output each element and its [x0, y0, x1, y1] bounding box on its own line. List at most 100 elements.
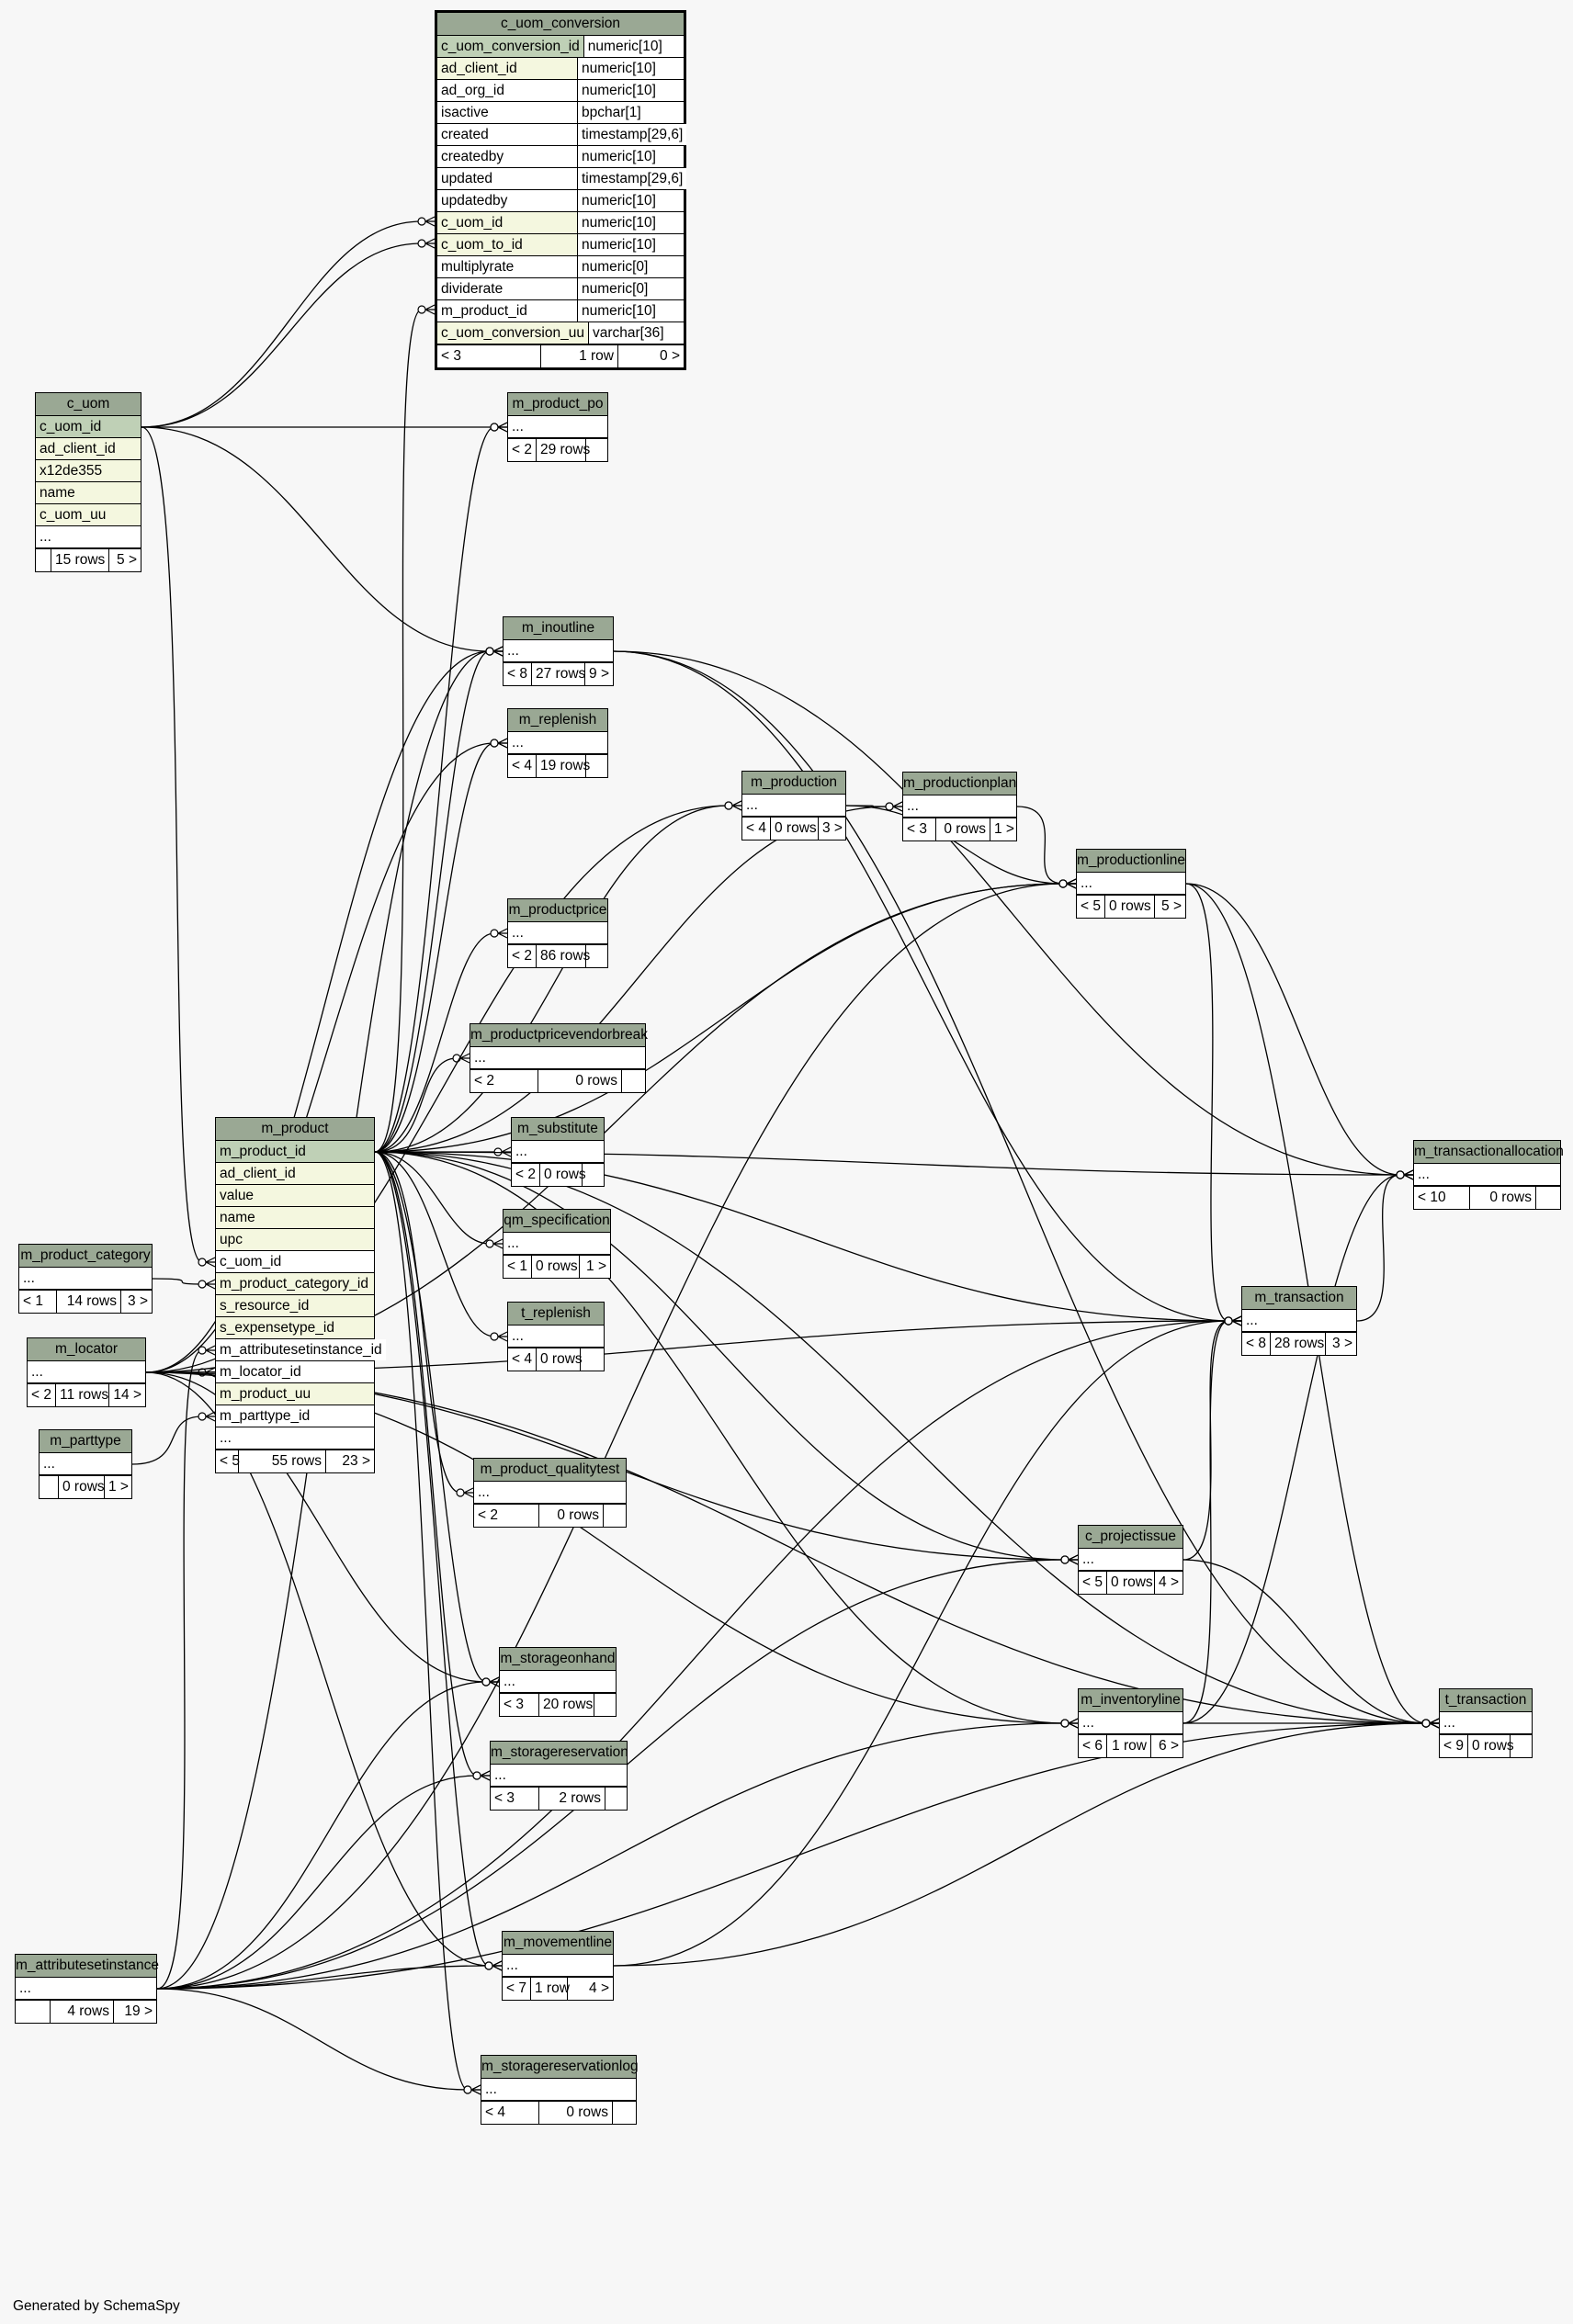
- column-row[interactable]: ...: [503, 1955, 613, 1977]
- column-row[interactable]: ...: [491, 1765, 627, 1787]
- child-count[interactable]: [585, 439, 607, 461]
- column-row[interactable]: ...: [1077, 873, 1185, 895]
- parent-count[interactable]: < 4: [746, 820, 766, 836]
- parent-count[interactable]: < 2: [31, 1387, 51, 1403]
- column-row[interactable]: ...: [474, 1482, 626, 1504]
- column-row[interactable]: ad_client_id: [36, 438, 141, 460]
- child-count[interactable]: 19 >: [113, 2001, 156, 2023]
- column-row[interactable]: ...: [508, 416, 607, 438]
- parent-count[interactable]: < 7: [506, 1980, 526, 1996]
- child-count[interactable]: [612, 2102, 636, 2124]
- child-count[interactable]: 5 >: [1154, 896, 1185, 918]
- parent-count[interactable]: < 4: [512, 1351, 532, 1367]
- parent-count[interactable]: [36, 549, 51, 571]
- child-count[interactable]: 14 >: [108, 1384, 145, 1406]
- child-count[interactable]: 6 >: [1150, 1735, 1183, 1757]
- column-row[interactable]: m_parttype_id: [216, 1405, 374, 1427]
- column-row[interactable]: ...: [1079, 1712, 1183, 1734]
- child-count[interactable]: 23 >: [325, 1450, 374, 1472]
- column-row[interactable]: ...: [216, 1427, 374, 1450]
- child-count[interactable]: [1510, 1735, 1532, 1757]
- child-count[interactable]: 3 >: [1325, 1333, 1356, 1355]
- column-row[interactable]: m_product_category_id: [216, 1273, 374, 1295]
- child-count[interactable]: [603, 1505, 626, 1527]
- parent-count[interactable]: < 3: [494, 1790, 515, 1806]
- column-row[interactable]: value: [216, 1185, 374, 1207]
- child-count[interactable]: 0 >: [617, 345, 684, 367]
- column-row[interactable]: ...: [481, 2079, 636, 2101]
- parent-count[interactable]: < 5: [1081, 898, 1101, 914]
- column-row[interactable]: s_expensetype_id: [216, 1317, 374, 1339]
- column-row[interactable]: ...: [1414, 1164, 1560, 1186]
- parent-count[interactable]: < 4: [485, 2104, 505, 2120]
- column-row[interactable]: ...: [1440, 1712, 1532, 1734]
- column-row[interactable]: ...: [508, 732, 607, 754]
- parent-count[interactable]: < 5: [220, 1453, 240, 1469]
- column-row[interactable]: c_uom_id: [216, 1251, 374, 1273]
- parent-count[interactable]: < 2: [512, 442, 532, 457]
- child-count[interactable]: 3 >: [120, 1291, 152, 1313]
- parent-count[interactable]: < 8: [1246, 1336, 1266, 1351]
- parent-count[interactable]: < 3: [441, 348, 461, 364]
- child-count[interactable]: [585, 755, 607, 777]
- parent-count[interactable]: < 1: [507, 1258, 527, 1274]
- child-count[interactable]: 4 >: [1154, 1572, 1183, 1594]
- parent-count[interactable]: [16, 2001, 50, 2023]
- child-count[interactable]: 3 >: [818, 818, 845, 840]
- column-row[interactable]: ...: [504, 1233, 610, 1255]
- parent-count[interactable]: < 3: [504, 1697, 524, 1712]
- parent-count[interactable]: < 10: [1418, 1190, 1446, 1205]
- column-row[interactable]: name: [36, 482, 141, 504]
- parent-count[interactable]: [40, 1476, 58, 1498]
- child-count[interactable]: [621, 1070, 645, 1092]
- child-count[interactable]: 1 >: [104, 1476, 131, 1498]
- column-row[interactable]: s_resource_id: [216, 1295, 374, 1317]
- column-row[interactable]: x12de355: [36, 460, 141, 482]
- child-count[interactable]: 9 >: [584, 663, 613, 685]
- column-row[interactable]: ...: [504, 640, 613, 662]
- column-row[interactable]: ...: [1242, 1310, 1356, 1332]
- child-count[interactable]: [580, 1348, 604, 1371]
- column-row[interactable]: ...: [742, 795, 845, 817]
- column-row[interactable]: c_uom_id: [36, 416, 141, 438]
- column-row[interactable]: c_uom_uu: [36, 504, 141, 526]
- column-row[interactable]: ...: [40, 1453, 131, 1475]
- parent-count[interactable]: < 9: [1443, 1738, 1464, 1754]
- column-row[interactable]: ad_client_id: [216, 1163, 374, 1185]
- column-row[interactable]: ...: [512, 1141, 604, 1163]
- child-count[interactable]: [594, 1694, 616, 1716]
- child-count[interactable]: 1 >: [990, 818, 1016, 840]
- parent-count[interactable]: < 2: [512, 948, 532, 964]
- column-row[interactable]: ...: [36, 526, 141, 548]
- parent-count[interactable]: < 2: [478, 1507, 498, 1523]
- parent-count[interactable]: < 1: [23, 1293, 43, 1309]
